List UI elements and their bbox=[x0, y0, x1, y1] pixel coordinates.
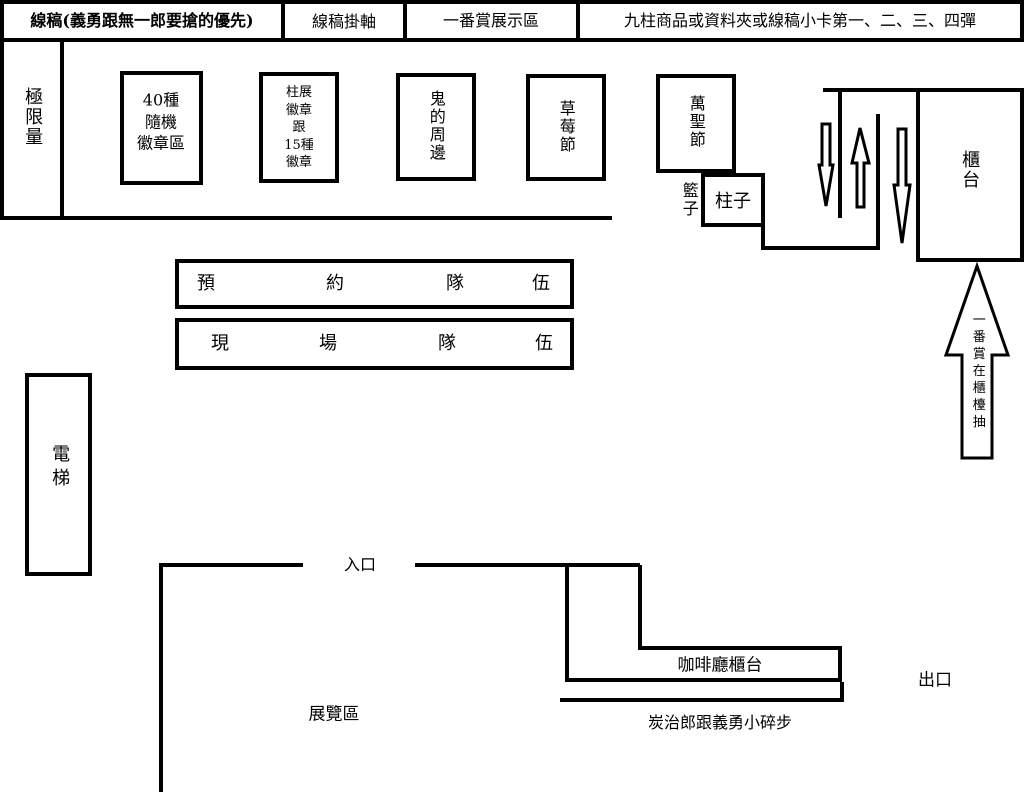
reserved-queue-char: 約 bbox=[326, 272, 344, 294]
random-badges-label: 40種 隨機 徽章區 bbox=[136, 90, 186, 153]
pillar-badges-box bbox=[259, 72, 339, 183]
limited-label: 極限量 bbox=[22, 87, 44, 147]
onsite-queue-box bbox=[175, 318, 574, 370]
basket-label: 籃子 bbox=[679, 182, 699, 218]
header-cell-goods: 九柱商品或資料夾或線稿小卡第一、二、三、四彈 bbox=[623, 11, 977, 31]
cafe-wall bbox=[560, 682, 844, 702]
halloween-box bbox=[656, 74, 736, 173]
onsite-queue-char: 伍 bbox=[535, 332, 553, 354]
onsite-queue-char: 現 bbox=[211, 332, 229, 354]
pillar-box bbox=[701, 173, 765, 227]
reserved-queue-char: 隊 bbox=[446, 272, 464, 294]
counter-box bbox=[916, 88, 1024, 262]
onsite-queue-char: 場 bbox=[319, 332, 337, 354]
exhibit-wall bbox=[159, 563, 303, 792]
exit-label: 出口 bbox=[918, 670, 952, 691]
onsite-queue-char: 隊 bbox=[438, 332, 456, 354]
demon-goods-label: 鬼的周邊 bbox=[426, 90, 446, 162]
reserved-queue-box bbox=[175, 259, 574, 309]
header-cell-scroll: 線稿掛軸 bbox=[311, 12, 377, 32]
arrow-down-icon bbox=[817, 122, 835, 207]
random-badges-box bbox=[120, 71, 203, 185]
exhibit-label: 展覽區 bbox=[308, 704, 360, 725]
halloween-label: 萬聖節 bbox=[686, 95, 706, 149]
arrow-up-icon bbox=[850, 127, 871, 209]
elevator-box bbox=[25, 373, 92, 576]
cafe-counter-outline bbox=[565, 565, 842, 682]
counter-label: 櫃台 bbox=[959, 150, 981, 190]
demon-goods-box bbox=[396, 73, 476, 181]
pillar-badges-label: 柱展 徽章 跟 15種 徽章 bbox=[284, 85, 314, 171]
entrance-label: 入口 bbox=[343, 555, 377, 575]
pillar-label: 柱子 bbox=[715, 190, 751, 212]
strawberry-box bbox=[526, 74, 606, 181]
ichiban-note: 一番賞在櫃檯抽 bbox=[969, 312, 985, 432]
header-bar-outline bbox=[0, 0, 1024, 42]
elevator-label: 電梯 bbox=[49, 444, 71, 492]
header-cell-lineart: 線稿(義勇跟無一郎要搶的優先) bbox=[30, 11, 254, 31]
reserved-queue-char: 伍 bbox=[532, 272, 550, 294]
queue-path-wall bbox=[761, 114, 880, 250]
cafe-note: 炭治郎跟義勇小碎步 bbox=[647, 713, 793, 733]
cafe-counter-label: 咖啡廳櫃台 bbox=[677, 655, 763, 676]
arrow-down-icon bbox=[892, 127, 912, 244]
strawberry-label: 草莓節 bbox=[556, 100, 576, 154]
reserved-queue-char: 預 bbox=[197, 272, 215, 294]
header-cell-ichiban: 一番賞展示區 bbox=[442, 11, 540, 31]
arrow-up-icon bbox=[943, 261, 1011, 460]
